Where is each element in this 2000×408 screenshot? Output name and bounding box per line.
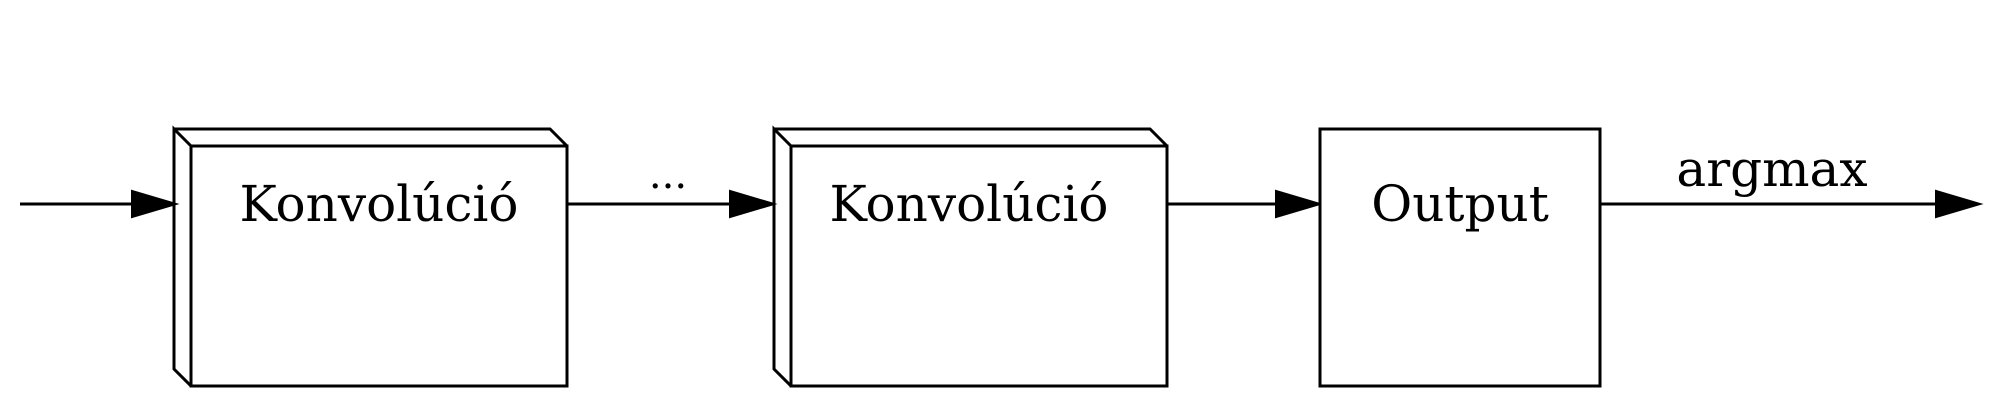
node-label: Output <box>1371 175 1549 233</box>
node-output: Output <box>1318 127 1602 388</box>
node-konvolucio-1: Konvolúció <box>172 125 569 388</box>
node-konvolucio-2: Konvolúció <box>772 125 1169 388</box>
edge-conv1-to-conv2: ... <box>567 152 778 219</box>
edge-label-ellipsis: ... <box>649 152 687 198</box>
node-label: Konvolúció <box>240 175 519 233</box>
arrowhead-icon <box>729 189 778 219</box>
edge-label-argmax: argmax <box>1676 140 1867 198</box>
arrowhead-icon <box>1935 189 1984 219</box>
arrowhead-icon <box>131 189 180 219</box>
arrowhead-icon <box>1275 189 1324 219</box>
edge-conv2-to-output <box>1167 189 1324 219</box>
node-label: Konvolúció <box>830 175 1109 233</box>
edge-input-to-conv1 <box>20 189 180 219</box>
edge-output-argmax: argmax <box>1600 140 1984 219</box>
